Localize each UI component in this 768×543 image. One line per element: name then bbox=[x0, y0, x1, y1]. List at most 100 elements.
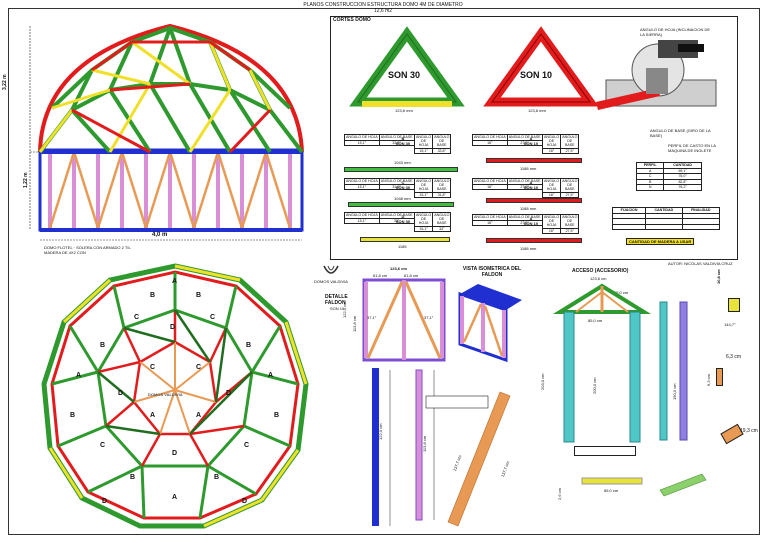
cell: 27,5° bbox=[560, 227, 580, 235]
plan-label: B bbox=[130, 474, 136, 481]
cell-header: ANGULO DE HOJA bbox=[541, 178, 562, 193]
yellow-tag: CANTIDAD DE MADERA A USAR bbox=[626, 238, 695, 245]
iso-title: VISTA ISOMETRICA DEL FALDON bbox=[462, 266, 522, 278]
acceso-dim2: 6,3 cm bbox=[706, 373, 711, 386]
cell: 15,1° bbox=[344, 139, 380, 146]
son10-label: SON 10 bbox=[520, 70, 553, 80]
triangle-son10 bbox=[483, 26, 599, 107]
cell-header: ANGULO DE BASE bbox=[560, 134, 580, 149]
cut-length-a3: 1188 mm bbox=[520, 246, 537, 251]
dim-height-wall: 1,22 m bbox=[23, 172, 29, 188]
acceso-dim3: 19,3 cm bbox=[740, 428, 758, 434]
plan-label: A bbox=[196, 412, 202, 419]
plan-label: D bbox=[170, 324, 176, 331]
plan-label: B bbox=[70, 412, 76, 419]
falden-angle1: 37,1° bbox=[367, 315, 377, 320]
base-angle-label: ANGULO DE BASE (GIRO DE LA BASE) bbox=[650, 128, 711, 138]
cell-header: ANGULO DE HOJA bbox=[541, 214, 562, 229]
plan-label: D bbox=[226, 390, 232, 397]
cell: 16° bbox=[472, 219, 508, 226]
falden-post-length: 122,0 cm bbox=[378, 423, 383, 440]
cell: 33,8° bbox=[378, 139, 415, 146]
plan-label: B bbox=[246, 342, 252, 349]
falden-width-half1: 61,8 cm bbox=[373, 273, 388, 278]
cell-header: ANGULO DE BASE bbox=[432, 178, 452, 193]
cut-letter: B bbox=[401, 136, 405, 141]
acceso-height-total: 203,0 cm bbox=[540, 373, 545, 390]
profile-label: PERFIL DE CASTO EN LA MAQUINA DE INGLETE bbox=[668, 143, 716, 153]
acceso-dim1: 6,3 cm bbox=[726, 354, 742, 360]
cell: 15,1° bbox=[344, 217, 380, 224]
cut-letter: C bbox=[401, 180, 405, 185]
cell: 16° bbox=[541, 147, 562, 155]
plan-label: A bbox=[268, 372, 274, 379]
falden-sub: SON 10 bbox=[330, 306, 345, 311]
cell-header: ANGULO DE BASE bbox=[432, 212, 452, 227]
cell: 16° bbox=[541, 191, 562, 199]
cell-header: ANGULO DE HOJA bbox=[344, 212, 380, 219]
plan-label: C bbox=[210, 314, 216, 321]
plan-label: B bbox=[196, 292, 202, 299]
cell: 33° bbox=[432, 225, 452, 233]
falden-height-total: 122,0 cm bbox=[342, 301, 347, 318]
dome-plan bbox=[41, 263, 309, 529]
cell-header: ANGULO DE HOJA bbox=[344, 178, 380, 185]
acceso-top-piece bbox=[728, 298, 740, 312]
plan-logo: DOMOS VALDIVIA bbox=[148, 392, 183, 397]
footer-author: AUTOR: NICOLAS VALDIVIA CRUZ bbox=[668, 261, 733, 266]
cell-header: ANGULO DE HOJA bbox=[472, 178, 508, 185]
acceso-width-half: 65,0 cm bbox=[614, 290, 629, 295]
cell: 33,8° bbox=[432, 147, 452, 155]
cell: 16° bbox=[472, 183, 508, 190]
plan-label: C bbox=[134, 314, 140, 321]
falden-angle2: 37,1° bbox=[424, 315, 434, 320]
plan-title-line1: PLANOS CONSTRUCCION ESTRUCTURA DOMO 4M D… bbox=[303, 2, 463, 8]
son30-label: SON 30 bbox=[388, 70, 421, 80]
plan-label: B bbox=[100, 342, 106, 349]
acceso-base-beam bbox=[581, 473, 707, 497]
cut-length-b: 1043 mm bbox=[394, 160, 411, 165]
cell-header: ANGULO DE HOJA bbox=[472, 214, 508, 221]
cell: 27,5° bbox=[560, 147, 580, 155]
cell: 27,5° bbox=[506, 139, 543, 146]
cut-son: SON 10 bbox=[523, 141, 539, 146]
cut-length-a1: 1188 mm bbox=[520, 166, 537, 171]
cell: 27,5° bbox=[506, 183, 543, 190]
cell: 27,5° bbox=[506, 219, 543, 226]
saw-angle-label: ANGULO DE HOJA (INCLINACION DE LA SIERRA… bbox=[640, 27, 711, 37]
son10-length: 123,6 mm bbox=[528, 108, 546, 113]
acceso-block1 bbox=[716, 368, 723, 386]
falden-front-view bbox=[362, 278, 446, 362]
plan-label: C bbox=[100, 442, 106, 449]
falden-isometric bbox=[458, 284, 522, 363]
cell-header: ANGULO DE BASE bbox=[560, 178, 580, 193]
falden-title: DETALLE FALDON bbox=[325, 294, 348, 306]
plan-label: C bbox=[244, 442, 250, 449]
cut-bar-a2 bbox=[486, 198, 582, 203]
plan-label: A bbox=[76, 372, 82, 379]
falden-members bbox=[372, 368, 511, 527]
brand-logo-text: DOMOS VALDIVIA bbox=[314, 279, 348, 284]
acceso-posts bbox=[659, 301, 688, 441]
triangle-son30 bbox=[349, 26, 465, 107]
cut-length-a2: 1188 mm bbox=[520, 206, 537, 211]
plan-label: C bbox=[150, 364, 156, 371]
cut-son: SON 10 bbox=[523, 185, 539, 190]
acceso-angle: 144,7° bbox=[724, 322, 736, 327]
plan-label: A bbox=[150, 412, 156, 419]
cut-letter: A bbox=[529, 216, 533, 221]
cut-bar-d bbox=[360, 237, 450, 242]
cut-bar-a1 bbox=[486, 158, 582, 163]
acceso-title: ACCESO (ACCESORIO) bbox=[572, 268, 629, 274]
cut-bar-c bbox=[348, 202, 454, 207]
falden-width-half2: 61,8 cm bbox=[404, 273, 419, 278]
cell-header: ANGULO DE HOJA bbox=[344, 134, 380, 141]
wall-note: DOMO FLOTEL · SOLERA CON ARMADO 2 TIL MA… bbox=[44, 245, 131, 255]
cut-letter: A bbox=[529, 180, 533, 185]
dome-elevation bbox=[29, 23, 304, 241]
cell: 15,1° bbox=[413, 147, 434, 155]
